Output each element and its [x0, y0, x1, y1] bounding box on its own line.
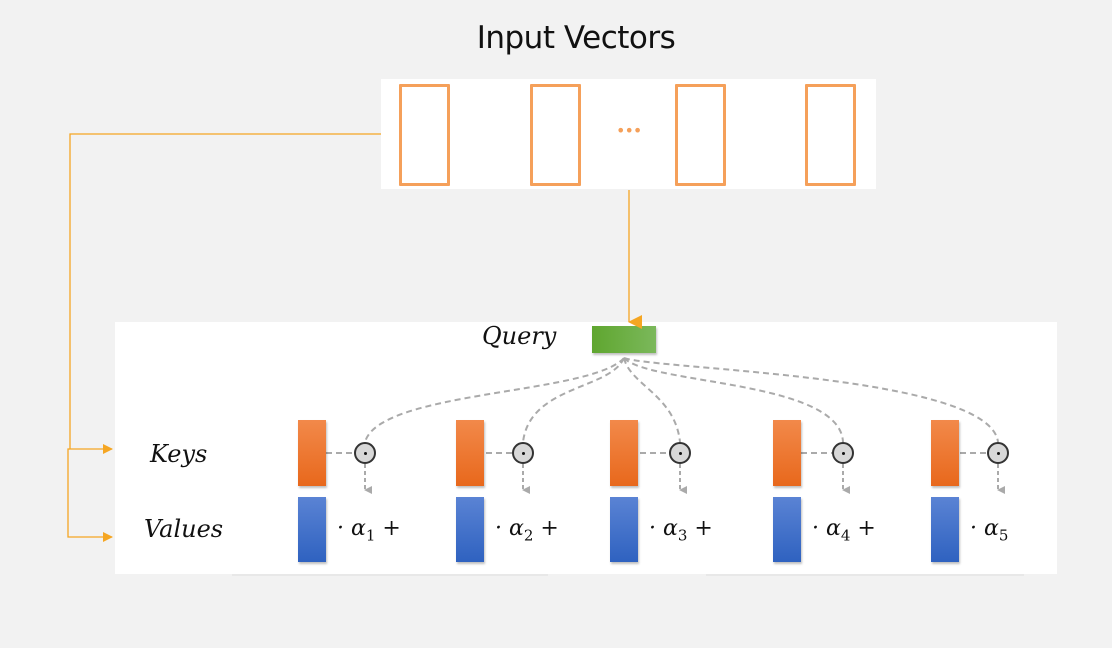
alpha-subscript: 2 — [523, 526, 534, 545]
plus-operator: + — [694, 516, 713, 541]
weight-alpha-5: · α5 — [970, 516, 1008, 544]
keys-label: Keys — [150, 440, 208, 468]
key-vector-3 — [610, 420, 638, 486]
dot-product-icon — [354, 442, 376, 464]
key-vector-1 — [298, 420, 326, 486]
plus-operator: + — [857, 516, 876, 541]
alpha-symbol: · α — [649, 516, 678, 541]
diagram-title: Input Vectors — [476, 20, 676, 56]
key-vector-2 — [456, 420, 484, 486]
alpha-subscript: 5 — [998, 526, 1009, 545]
input-vectors-panel — [381, 79, 876, 189]
key-vector-4 — [773, 420, 801, 486]
input-vector-3 — [675, 84, 726, 186]
query-to-key-4 — [623, 357, 844, 443]
dot-product-icon — [669, 442, 691, 464]
query-to-key-1 — [364, 357, 625, 443]
dot-product-icon — [832, 442, 854, 464]
query-to-key-5 — [623, 357, 999, 443]
attention-panel — [115, 322, 1057, 574]
query-vector — [592, 326, 656, 353]
value-vector-4 — [773, 497, 801, 562]
weight-alpha-2: · α2 + — [495, 516, 559, 544]
plus-operator: + — [382, 516, 401, 541]
input-to-keys-arrow — [69, 133, 381, 454]
weight-alpha-1: · α1 + — [337, 516, 401, 544]
alpha-symbol: · α — [970, 516, 999, 541]
alpha-symbol: · α — [812, 516, 841, 541]
alpha-symbol: · α — [495, 516, 524, 541]
alpha-subscript: 1 — [365, 526, 376, 545]
dot-product-icon — [512, 442, 534, 464]
alpha-subscript: 4 — [840, 526, 851, 545]
value-vector-3 — [610, 497, 638, 562]
weight-alpha-3: · α3 + — [649, 516, 713, 544]
key-vector-5 — [931, 420, 959, 486]
query-label: Query — [482, 322, 557, 350]
values-label: Values — [144, 515, 224, 543]
input-vector-2 — [530, 84, 581, 186]
plus-operator: + — [540, 516, 559, 541]
ellipsis: ••• — [616, 121, 642, 140]
value-vector-1 — [298, 497, 326, 562]
dot-product-icon — [987, 442, 1009, 464]
value-vector-2 — [456, 497, 484, 562]
input-vector-1 — [399, 84, 450, 186]
input-vector-4 — [805, 84, 856, 186]
weight-alpha-4: · α4 + — [812, 516, 876, 544]
query-to-key-3 — [623, 357, 681, 443]
query-to-key-2 — [522, 357, 625, 443]
input-to-values-arrow — [67, 448, 113, 542]
value-vector-5 — [931, 497, 959, 562]
alpha-subscript: 3 — [677, 526, 688, 545]
alpha-symbol: · α — [337, 516, 366, 541]
